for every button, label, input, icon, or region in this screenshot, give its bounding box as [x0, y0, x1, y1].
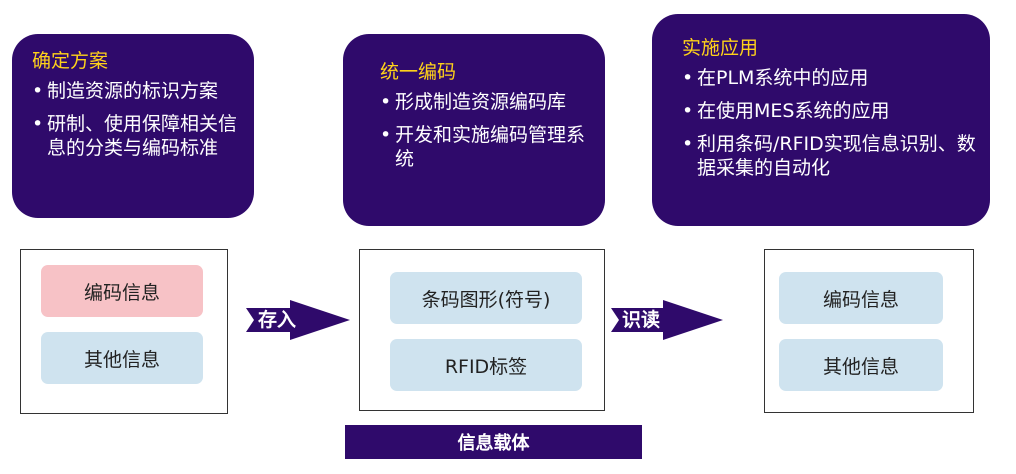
store-arrow [246, 300, 350, 340]
plan-box-item: 研制、使用保障相关信息的分类与编码标准 [32, 112, 240, 160]
other-info-chip: 其他信息 [41, 332, 203, 384]
rfid-tag-chip: RFID标签 [390, 339, 582, 391]
barcode-chip: 条码图形(符号) [390, 272, 582, 324]
implementation-box-title: 实施应用 [682, 37, 759, 59]
unified-coding-box: 统一编码 形成制造资源编码库 开发和实施编码管理系统 [343, 34, 605, 226]
plan-box-list: 制造资源的标识方案 研制、使用保障相关信息的分类与编码标准 [32, 79, 240, 160]
implementation-box-item: 利用条码/RFID实现信息识别、数据采集的自动化 [682, 132, 980, 180]
unified-coding-box-item: 形成制造资源编码库 [380, 90, 591, 114]
read-arrow [611, 300, 723, 340]
info-carrier-label: 信息载体 [345, 425, 642, 459]
implementation-box-item: 在PLM系统中的应用 [682, 66, 980, 90]
coding-info-chip: 编码信息 [41, 265, 203, 317]
unified-coding-box-title: 统一编码 [380, 61, 457, 83]
store-arrow-label: 存入 [258, 309, 297, 331]
unified-coding-box-item: 开发和实施编码管理系统 [380, 123, 591, 171]
implementation-box-item: 在使用MES系统的应用 [682, 99, 980, 123]
other-info-chip: 其他信息 [779, 339, 943, 391]
plan-box-item: 制造资源的标识方案 [32, 79, 240, 103]
unified-coding-box-list: 形成制造资源编码库 开发和实施编码管理系统 [380, 90, 591, 171]
read-arrow-label: 识读 [622, 309, 661, 331]
implementation-box-list: 在PLM系统中的应用 在使用MES系统的应用 利用条码/RFID实现信息识别、数… [682, 66, 980, 180]
coding-info-chip: 编码信息 [779, 272, 943, 324]
implementation-box: 实施应用 在PLM系统中的应用 在使用MES系统的应用 利用条码/RFID实现信… [652, 14, 990, 226]
plan-box-title: 确定方案 [32, 50, 109, 72]
plan-box: 确定方案 制造资源的标识方案 研制、使用保障相关信息的分类与编码标准 [12, 34, 254, 218]
